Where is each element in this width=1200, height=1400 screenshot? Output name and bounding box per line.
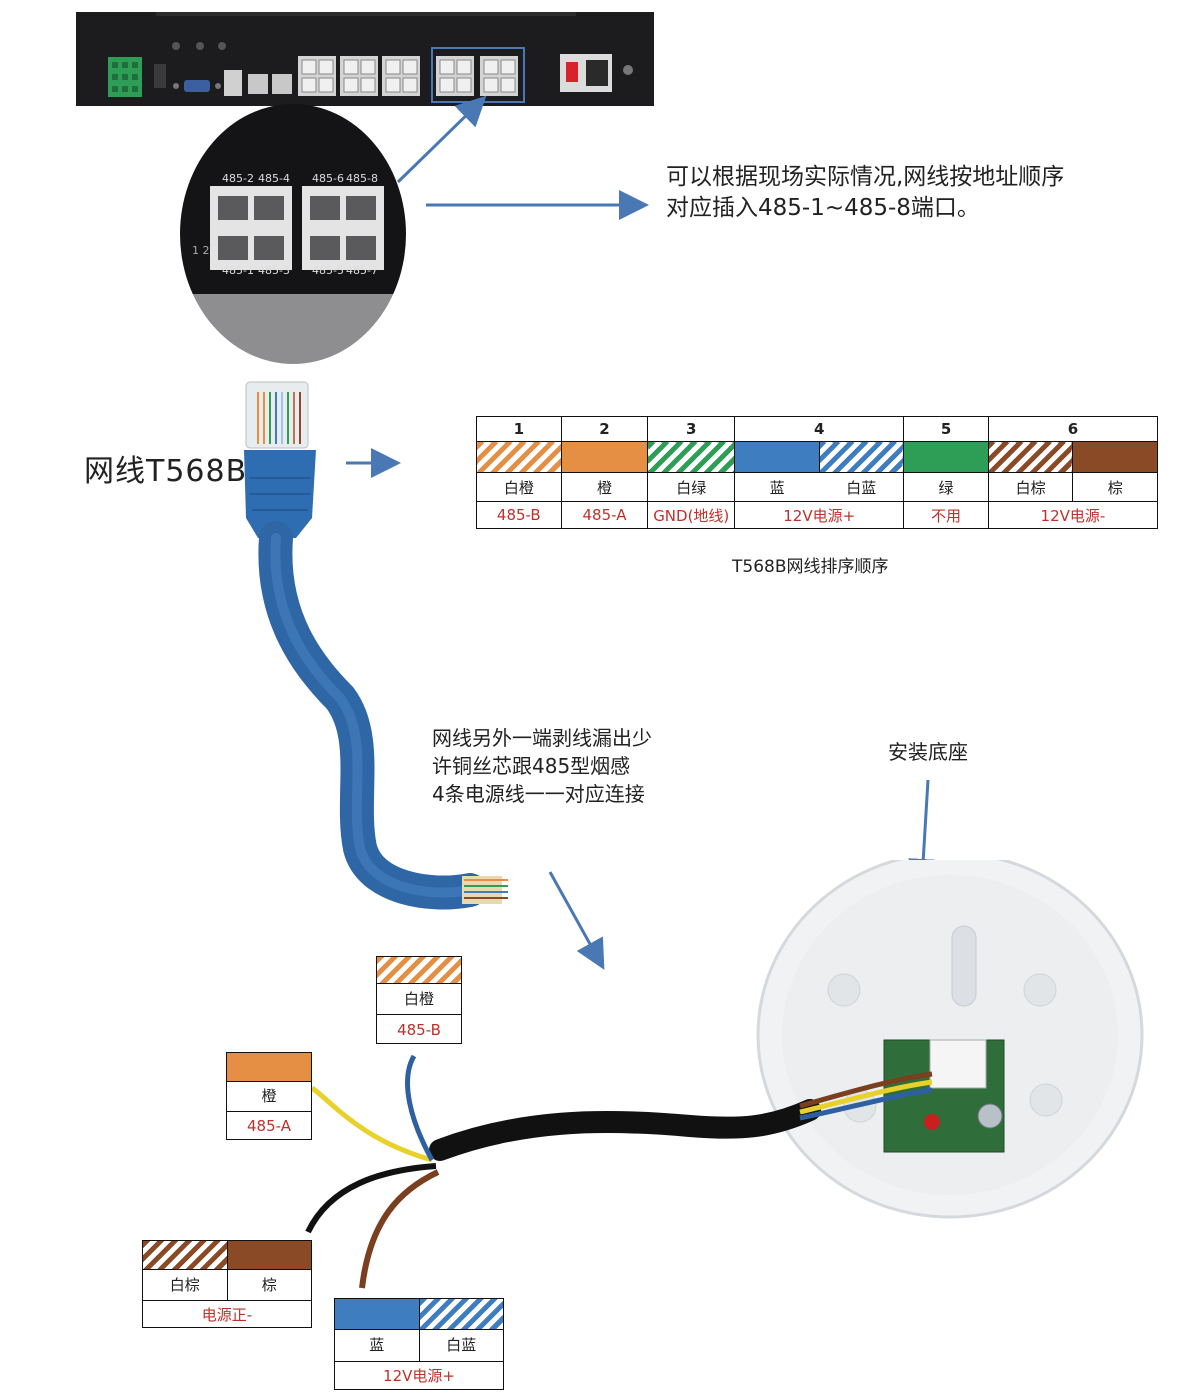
base-label: 安装底座 xyxy=(888,740,968,764)
swatch-white-blue xyxy=(818,441,905,473)
t568b-col-4-color-b: 白蓝 xyxy=(819,472,905,502)
wire-label-orange-name: 橙 xyxy=(227,1081,311,1111)
zoom-port-label-bottom-1: 485-1 xyxy=(222,264,254,277)
wire-label-brown-swatch xyxy=(226,1241,311,1269)
t568b-col-2-color: 橙 xyxy=(560,472,649,502)
wire-label-white-brown-swatch xyxy=(143,1241,227,1269)
instruction-top-line-1: 可以根据现场实际情况,网线按地址顺序 xyxy=(666,164,1065,190)
t568b-col-4-function: 12V电源+ xyxy=(734,501,905,529)
t568b-col-6-color-a: 白棕 xyxy=(987,472,1074,502)
t568b-col-2-number: 2 xyxy=(560,416,649,442)
detector-base-illustration xyxy=(305,860,1144,1289)
t568b-col-4-number: 4 xyxy=(734,416,905,442)
wire-label-white-orange-swatch xyxy=(377,957,461,983)
swatch-blue xyxy=(734,441,820,473)
to-wires-arrow xyxy=(548,871,605,970)
t568b-col-3-color: 白绿 xyxy=(647,472,736,502)
instruction-middle-line-1: 网线另外一端剥线漏出少 xyxy=(432,726,652,750)
port-zoom-illustration xyxy=(180,104,406,364)
swatch-white-green xyxy=(647,441,736,473)
zoom-port-label-bottom-4: 485-7 xyxy=(346,264,378,277)
wire-label-brown-pair-function: 电源正- xyxy=(143,1300,311,1329)
wire-label-blue-pair-function: 12V电源+ xyxy=(335,1361,503,1391)
ethernet-cable-illustration xyxy=(244,381,508,910)
wire-label-brown-pair: 白棕 棕 电源正- xyxy=(142,1240,312,1328)
zoom-port-label-top-2: 485-4 xyxy=(258,172,290,185)
swatch-orange xyxy=(560,441,649,473)
port-zoom-view xyxy=(180,104,406,364)
swatch-brown xyxy=(1072,441,1158,473)
t568b-col-1-color: 白橙 xyxy=(476,472,562,502)
swatch-white-orange xyxy=(476,441,562,473)
wire-label-blue-swatch xyxy=(335,1299,419,1329)
instruction-middle-line-3: 4条电源线一一对应连接 xyxy=(432,782,645,806)
instruction-top: 可以根据现场实际情况,网线按地址顺序 对应插入485-1~485-8端口。 xyxy=(666,162,1064,224)
swatch-white-brown xyxy=(987,441,1074,473)
wire-label-blue-name: 蓝 xyxy=(369,1336,385,1354)
t568b-col-1-function: 485-B xyxy=(476,501,562,529)
swatch-green xyxy=(903,441,989,473)
t568b-col-1-number: 1 xyxy=(476,416,562,442)
instruction-top-line-2: 对应插入485-1~485-8端口。 xyxy=(666,195,980,221)
instruction-middle-line-2: 许铜丝芯跟485型烟感 xyxy=(432,754,631,778)
cable-label: 网线T568B xyxy=(84,454,248,489)
wire-label-orange: 橙 485-A xyxy=(226,1052,312,1140)
t568b-col-5-color: 绿 xyxy=(903,472,989,502)
network-device xyxy=(76,10,654,106)
zoom-port-label-top-1: 485-2 xyxy=(222,172,254,185)
wire-label-orange-function: 485-A xyxy=(227,1111,311,1141)
instruction-middle: 网线另外一端剥线漏出少 许铜丝芯跟485型烟感 4条电源线一一对应连接 xyxy=(432,724,652,808)
t568b-col-5-function: 不用 xyxy=(903,501,989,529)
t568b-col-5-number: 5 xyxy=(903,416,989,442)
wire-label-white-orange-function: 485-B xyxy=(377,1014,461,1045)
wire-label-blue-pair: 蓝 白蓝 12V电源+ xyxy=(334,1298,504,1390)
t568b-caption: T568B网线排序顺序 xyxy=(732,557,889,577)
wire-label-white-orange-name: 白橙 xyxy=(377,983,461,1014)
t568b-col-4-color-a: 蓝 xyxy=(734,472,820,502)
wire-label-white-orange: 白橙 485-B xyxy=(376,956,462,1044)
wire-label-white-blue-name: 白蓝 xyxy=(418,1330,504,1361)
t568b-col-6-function: 12V电源- xyxy=(987,501,1159,529)
zoom-side-label: 1 2 xyxy=(192,244,210,257)
t568b-col-6-color-b: 棕 xyxy=(1072,472,1158,502)
zoom-port-label-top-4: 485-8 xyxy=(346,172,378,185)
t568b-col-3-function: GND(地线) xyxy=(647,501,736,529)
t568b-col-3-number: 3 xyxy=(647,416,736,442)
zoom-port-label-bottom-2: 485-3 xyxy=(258,264,290,277)
t568b-col-6-number: 6 xyxy=(987,416,1159,442)
wire-label-white-blue-swatch xyxy=(418,1299,503,1329)
zoom-port-label-top-3: 485-6 xyxy=(312,172,344,185)
zoom-port-label-bottom-3: 485-5 xyxy=(312,264,344,277)
wire-label-orange-swatch xyxy=(227,1053,311,1081)
network-device-illustration xyxy=(76,10,654,106)
t568b-col-2-function: 485-A xyxy=(560,501,649,529)
wire-label-white-brown-name: 白棕 xyxy=(169,1276,200,1294)
t568b-table: 1 2 3 4 5 6 白橙 橙 白绿 蓝 白蓝 绿 白棕 棕 xyxy=(476,416,1159,529)
wire-label-brown-name: 棕 xyxy=(226,1270,312,1300)
zoom-to-device-arrow xyxy=(396,95,487,184)
